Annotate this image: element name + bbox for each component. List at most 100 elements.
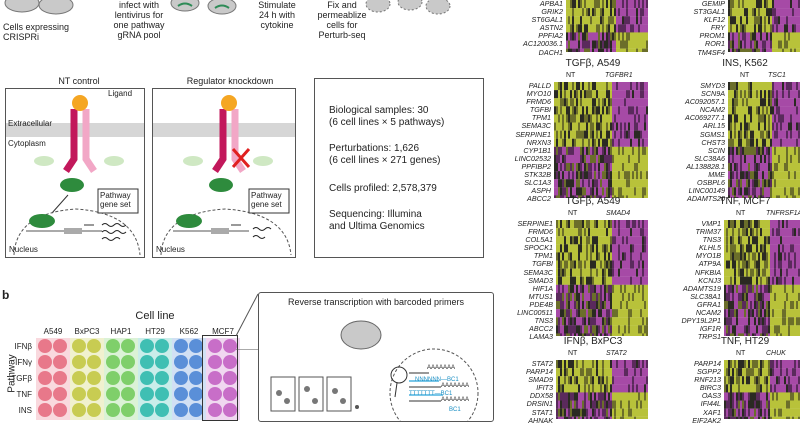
zoom-lines [236,290,260,350]
heatmap-cell [602,123,604,131]
heatmap-cell [790,376,792,384]
heatmap-cell [792,114,794,122]
heatmap-cell [732,171,734,179]
heatmap-cell [788,41,790,49]
heatmap-cell [794,139,796,147]
heatmap-cell [624,325,626,333]
heatmap-cell [776,376,778,384]
heatmap-cell [632,131,634,139]
heatmap-cell [556,114,558,122]
heatmap-cell [618,269,620,277]
heatmap-cell [766,0,768,8]
heatmap-cell [608,155,610,163]
heatmap-cell [732,244,734,252]
heatmap-cell [790,49,792,52]
heatmap-cell [638,49,640,52]
heatmap-cell [786,49,788,52]
heatmap-cell [572,106,574,114]
heatmap-cell [784,8,786,16]
heatmap-cell [766,16,768,24]
heatmap-cell [578,114,580,122]
sample-dot [87,355,101,369]
heatmap-cell [754,179,756,187]
heatmap-cell [586,409,588,417]
heatmap-cell [602,16,604,24]
heatmap-cell [748,90,750,98]
heatmap-cell [748,32,750,40]
heatmap-cell [632,293,634,301]
heatmap-cell [728,163,730,171]
heatmap-cell [558,293,560,301]
heatmap-cell [734,32,736,40]
heatmap-cell [776,179,778,187]
heatmap-cell [760,277,762,285]
heatmap-cell [574,228,576,236]
heatmap-cell [770,139,772,147]
heatmap-cell [642,220,644,228]
heatmap-cell [638,269,640,277]
heatmap-cell [634,179,636,187]
heatmap-cell [738,325,740,333]
heatmap-cell [574,244,576,252]
heatmap-cell [616,131,618,139]
heatmap-cell [600,24,602,32]
heatmap-cell [594,24,596,32]
heatmap-cell [774,392,776,400]
heatmap-cell [792,317,794,325]
heatmap-cell [770,98,772,106]
heatmap-cell [772,252,774,260]
heatmap-cell [630,317,632,325]
heatmap-cell [566,301,568,309]
heatmap-cell [592,163,594,171]
heatmap-cell [786,376,788,384]
heatmap-cell [612,317,614,325]
heatmap-cell [618,16,620,24]
heatmap-cell [562,147,564,155]
heatmap-cell [746,123,748,131]
heatmap-cell [780,252,782,260]
heatmap-cell [620,139,622,147]
heatmap-cell [604,90,606,98]
heatmap-cell [792,368,794,376]
heatmap-cell [644,228,646,236]
heatmap-cell [742,325,744,333]
heatmap-cell [592,285,594,293]
heatmap-cell [562,114,564,122]
heatmap-cell [582,90,584,98]
heatmap-cell [572,171,574,179]
heatmap-cell [732,228,734,236]
heatmap-cell [740,401,742,409]
heatmap-cell [568,131,570,139]
heatmap-cell [572,228,574,236]
heatmap-cell [796,409,798,417]
heatmap-cell [784,171,786,179]
heatmap-cell [752,114,754,122]
heatmap-cell [758,317,760,325]
heatmap-cell [624,155,626,163]
heatmap-cell [734,228,736,236]
heatmap-cell [582,325,584,333]
heatmap-cell [578,236,580,244]
heatmap-cell [574,409,576,417]
heatmap-cell [642,409,644,417]
heatmap-cell [770,131,772,139]
heatmap-cell [568,106,570,114]
heatmap-cell [768,301,770,309]
heatmap-cell [628,131,630,139]
heatmap-cell [604,147,606,155]
heatmap-cell [772,368,774,376]
heatmap-cell [740,301,742,309]
heatmap-cell [562,171,564,179]
heatmap-cell [616,24,618,32]
heatmap-cell [634,277,636,285]
heatmap-cell [630,90,632,98]
heatmap-cell [608,360,610,368]
heatmap-cell [636,139,638,147]
heatmap-cell [766,244,768,252]
heatmap-cell [618,368,620,376]
heatmap-cell [558,317,560,325]
heatmap-cell [750,277,752,285]
heatmap-cell [778,228,780,236]
heatmap-cell [740,90,742,98]
heatmap-cell [590,285,592,293]
